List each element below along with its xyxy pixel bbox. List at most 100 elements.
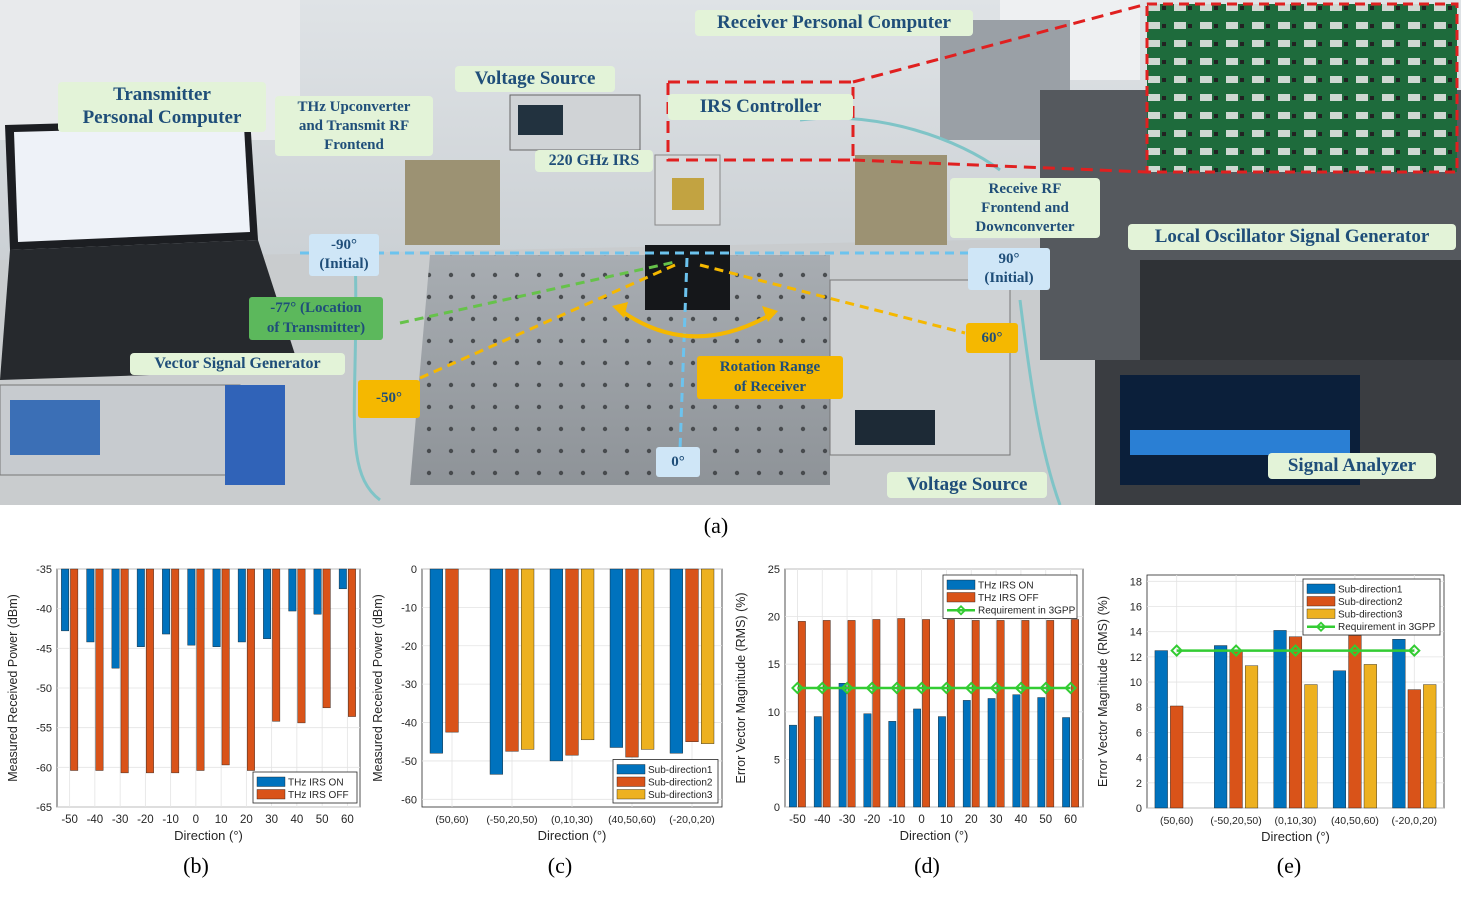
chart-c: 0-10-20-30-40-50-60(50,60)(-50,20,50)(0,…	[370, 555, 735, 855]
bar-thz-irs-off	[297, 568, 306, 724]
requirement-marker	[1064, 681, 1077, 695]
bar-sub-direction2	[445, 568, 459, 733]
label-voltage-source-top: Voltage Source	[455, 66, 615, 92]
bar-thz-irs-on	[789, 724, 797, 808]
requirement-marker	[1289, 644, 1302, 657]
y-axis-label: Error Vector Magnitude (RMS) (%)	[1096, 596, 1110, 787]
x-tick-label: (40,50,60)	[1331, 815, 1379, 827]
bar-thz-irs-off	[246, 568, 255, 771]
angle-plus90: 90° (Initial)	[968, 248, 1050, 290]
bar-sub-direction2	[1288, 636, 1303, 809]
legend-label: Sub-direction3	[1338, 610, 1403, 621]
label-voltage-source-bottom: Voltage Source	[887, 472, 1047, 498]
label-irs: 220 GHz IRS	[535, 150, 653, 172]
axis-60	[699, 263, 966, 335]
x-tick-label: -50	[61, 814, 78, 826]
bar-thz-irs-on	[1062, 717, 1070, 808]
bar-thz-irs-off	[95, 568, 104, 771]
bar-thz-irs-on	[813, 716, 822, 808]
legend-swatch	[616, 789, 646, 800]
bar-sub-direction1	[549, 568, 563, 762]
requirement-marker	[1229, 644, 1243, 657]
angle-zero: 0°	[656, 447, 700, 477]
y-tick-label: -40	[36, 604, 52, 616]
x-tick-label: -40	[814, 814, 831, 826]
bar-thz-irs-on	[313, 568, 322, 615]
x-tick-label: (-50,20,50)	[1210, 815, 1261, 827]
y-axis-label: Error Vector Magnitude (RMS) (%)	[734, 592, 748, 783]
label-receive-rf: Receive RF Frontend and Downconverter	[950, 178, 1100, 239]
bar-thz-irs-off	[272, 568, 281, 722]
x-tick-label: (50,60)	[435, 814, 468, 826]
bar-thz-irs-off	[322, 568, 331, 709]
bar-thz-irs-off	[1071, 619, 1079, 808]
y-axis-label: Measured Received Power (dBm)	[6, 594, 20, 782]
bar-sub-direction3	[641, 568, 655, 750]
caption-e: (e)	[1276, 853, 1302, 878]
legend-swatch	[256, 789, 286, 800]
bar-thz-irs-on	[338, 568, 347, 590]
label-transmitter-pc: Transmitter Personal Computer	[58, 82, 266, 132]
bar-thz-irs-on	[237, 568, 246, 643]
requirement-marker	[964, 681, 978, 695]
label-lo-generator: Local Oscillator Signal Generator	[1128, 224, 1456, 250]
bar-thz-irs-on	[187, 568, 196, 646]
bar-sub-direction3	[521, 568, 535, 750]
x-tick-label: 50	[1039, 814, 1052, 826]
legend-swatch	[946, 579, 976, 590]
bar-thz-irs-off	[798, 621, 806, 808]
bar-thz-irs-off	[221, 568, 230, 766]
x-tick-label: (-20,0,20)	[1392, 815, 1438, 827]
legend-swatch	[256, 776, 286, 787]
bar-thz-irs-on	[863, 713, 872, 808]
bar-thz-irs-off	[145, 568, 154, 774]
y-tick-label: 10	[768, 707, 780, 719]
x-tick-label: (0,10,30)	[551, 814, 593, 826]
downconverter-device	[855, 155, 947, 245]
bar-sub-direction1	[1154, 650, 1168, 809]
bar-sub-direction2	[625, 568, 639, 758]
y-tick-label: 25	[768, 564, 780, 576]
bar-thz-irs-off	[196, 568, 205, 771]
axis-minus50	[419, 263, 676, 380]
irs-controller-inset-photo	[1145, 2, 1459, 174]
y-tick-label: 8	[1136, 702, 1142, 714]
angle-minus50: -50°	[358, 380, 420, 418]
label-thz-upconverter: THz Upconverter and Transmit RF Frontend	[275, 96, 433, 157]
x-tick-label: (-50,20,50)	[486, 814, 537, 826]
y-tick-label: -45	[36, 643, 52, 655]
y-tick-label: -60	[401, 794, 417, 806]
x-tick-label: 20	[240, 814, 253, 826]
bar-sub-direction2	[1407, 689, 1421, 809]
bar-thz-irs-on	[838, 683, 847, 808]
label-receiver-pc: Receiver Personal Computer	[695, 10, 973, 36]
bar-thz-irs-off	[70, 568, 79, 771]
x-tick-label: (-20,0,20)	[669, 814, 715, 826]
y-tick-label: 0	[1136, 803, 1142, 815]
bar-thz-irs-off	[872, 619, 881, 808]
x-tick-label: -50	[789, 814, 806, 826]
y-tick-label: -35	[36, 564, 52, 576]
y-tick-label: -40	[401, 718, 417, 730]
requirement-marker	[940, 681, 953, 695]
bar-sub-direction2	[1348, 635, 1362, 809]
laptop-keyboard	[0, 240, 300, 380]
y-tick-label: 15	[768, 659, 780, 671]
y-tick-label: 16	[1130, 601, 1142, 613]
bar-thz-irs-on	[987, 698, 996, 808]
legend-label: Sub-direction3	[648, 790, 713, 801]
rotation-arc	[618, 308, 771, 339]
bar-sub-direction1	[669, 568, 683, 754]
y-tick-label: 14	[1130, 627, 1142, 639]
legend-label: Requirement in 3GPP	[1338, 622, 1436, 633]
x-tick-label: 10	[215, 814, 228, 826]
bar-thz-irs-on	[913, 708, 921, 808]
legend-label: THz IRS ON	[978, 581, 1034, 592]
x-tick-label: (0,10,30)	[1274, 815, 1316, 827]
laptop-screen-content	[14, 126, 250, 242]
x-tick-label: (40,50,60)	[608, 814, 656, 826]
label-rotation-range: Rotation Range of Receiver	[697, 356, 843, 399]
requirement-marker	[815, 681, 829, 695]
